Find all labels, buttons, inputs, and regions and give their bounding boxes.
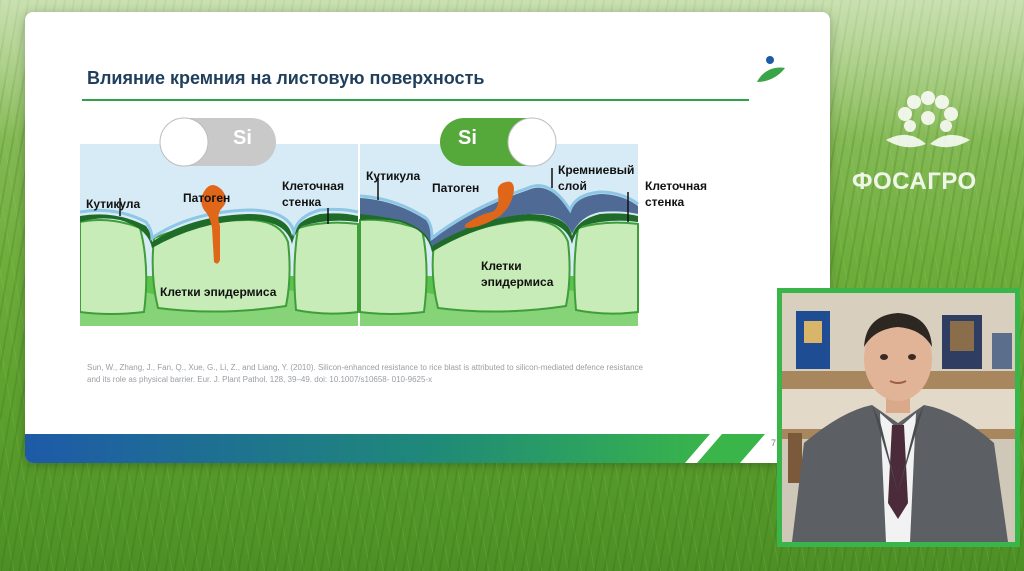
toggle-si-off: [159, 117, 276, 167]
toggle-si-on: [440, 117, 557, 167]
phosagro-logo-icon: [886, 91, 970, 148]
label-epidermis-left: Клетки эпидермиса: [160, 285, 277, 299]
diagram-graphic: [79, 117, 639, 326]
panel-without-silicon: [79, 144, 359, 326]
presenter-video-feed: [782, 293, 1015, 542]
label-cuticle-left: Кутикула: [86, 197, 141, 211]
toggle-si-on-label: Si: [458, 127, 477, 149]
label-pathogen-right: Патоген: [432, 181, 480, 195]
toggle-si-off-label: Si: [233, 127, 252, 149]
label-cuticle-right: Кутикула: [366, 169, 421, 183]
footer-bar: [25, 434, 765, 463]
presenter-image: [782, 293, 1015, 542]
panel-with-silicon: [359, 144, 639, 326]
brand-name: ФОСАГРО: [852, 168, 977, 195]
phosagro-small-logo-icon: [757, 56, 785, 82]
label-pathogen-left: Патоген: [183, 191, 231, 205]
presentation-slide: Влияние кремния на листовую поверхность: [25, 12, 830, 463]
title-divider: [82, 99, 749, 101]
silicon-effect-diagram: Si Si Кутикула Патоген Клеточная стенка …: [79, 116, 640, 328]
citation: Sun, W., Zhang, J., Fan, Q., Xue, G., Li…: [87, 363, 643, 384]
presenter-video[interactable]: [777, 288, 1020, 547]
page-number: 7: [771, 438, 777, 448]
label-cell-wall-left: Клеточная стенка: [282, 179, 344, 209]
label-silicon-layer: Кремниевый слой: [558, 163, 635, 193]
label-epidermis-right: Клетки эпидермиса: [481, 259, 554, 289]
label-cell-wall-right: Клеточная стенка: [645, 179, 707, 209]
slide-title: Влияние кремния на листовую поверхность: [87, 68, 485, 88]
